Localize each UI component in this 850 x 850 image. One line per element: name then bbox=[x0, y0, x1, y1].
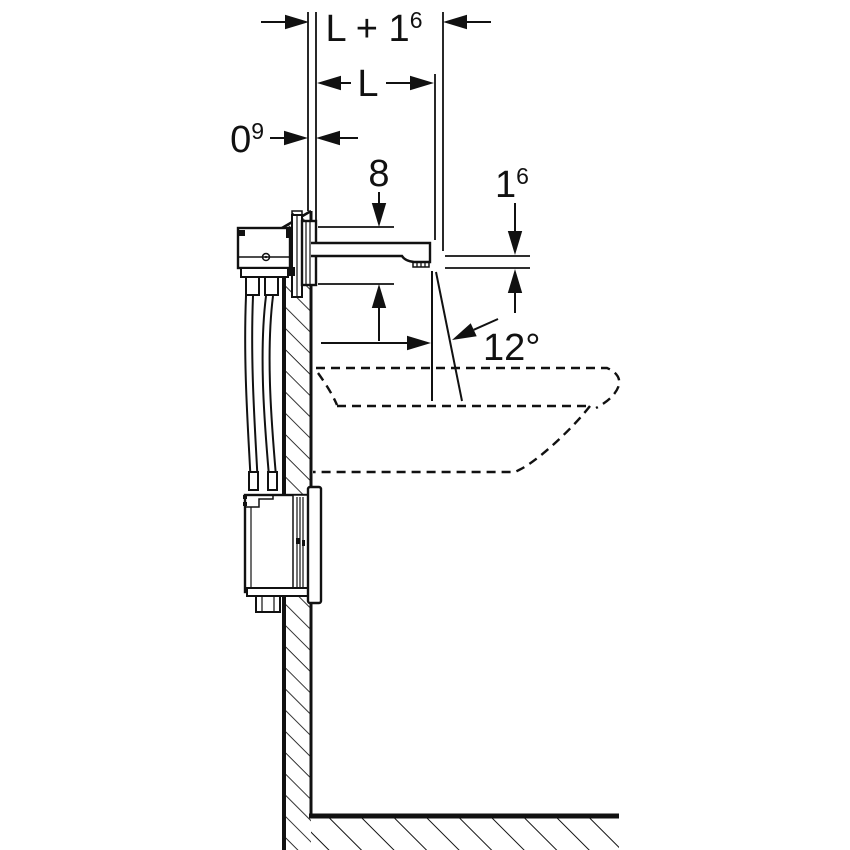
box-inlet-connector bbox=[267, 471, 278, 491]
box-cover-plate bbox=[306, 485, 323, 605]
hose-line bbox=[244, 295, 252, 489]
arrowhead-left bbox=[443, 14, 467, 30]
floor-section bbox=[309, 813, 619, 850]
seal-block bbox=[286, 229, 293, 238]
supply-hoses bbox=[244, 295, 278, 489]
arrowhead-right bbox=[284, 130, 308, 146]
floor-hatching bbox=[311, 817, 619, 850]
faucet-assembly bbox=[236, 210, 432, 298]
dimension-stream-angle: 12° bbox=[321, 318, 540, 369]
washbasin-outline bbox=[313, 366, 621, 474]
dimension-top-length: L bbox=[315, 12, 436, 240]
spout bbox=[311, 241, 432, 264]
seal-block bbox=[284, 267, 295, 276]
dimension-outlet-height: 16 bbox=[445, 163, 530, 313]
basin-bowl bbox=[313, 405, 591, 474]
stream-angled-line bbox=[435, 271, 463, 402]
dimension-label-top-length: L bbox=[357, 63, 378, 105]
function-box bbox=[243, 471, 323, 613]
arrowhead-angled bbox=[452, 323, 477, 340]
water-stream bbox=[431, 271, 463, 402]
hose-connector bbox=[245, 276, 260, 296]
dimension-label-top-total: L + 16 bbox=[326, 7, 423, 50]
dimension-label-outlet-height: 16 bbox=[495, 163, 529, 206]
faucet-body bbox=[236, 226, 292, 270]
arrowhead-up bbox=[371, 284, 387, 308]
seal-block bbox=[239, 230, 245, 236]
dimension-top-total: L + 16 bbox=[261, 7, 491, 251]
box-clip bbox=[243, 495, 247, 499]
stack-clip bbox=[296, 538, 300, 544]
box-bottom-flange bbox=[246, 587, 309, 597]
box-top-step bbox=[245, 495, 274, 508]
arrowhead-right bbox=[407, 335, 431, 351]
stack-clip bbox=[302, 540, 305, 546]
hose-line bbox=[261, 295, 271, 489]
hose-line bbox=[251, 295, 259, 489]
fixing-screw bbox=[261, 252, 271, 262]
box-inlet-connector bbox=[248, 471, 259, 491]
arrowhead-right bbox=[410, 75, 434, 91]
dimension-label-stream-angle: 12° bbox=[483, 327, 540, 369]
box-clip bbox=[243, 502, 247, 506]
arrowhead-down bbox=[507, 231, 523, 255]
dimension-label-wall-offset: 09 bbox=[230, 118, 264, 161]
dimension-label-spout-drop: 8 bbox=[368, 153, 389, 195]
arrowhead-left bbox=[317, 75, 341, 91]
fixing-screw-center bbox=[264, 255, 268, 259]
basin-rim-left-curve bbox=[317, 372, 339, 406]
arrowhead-down bbox=[371, 203, 387, 227]
box-drain-stub bbox=[255, 595, 281, 613]
dimension-spout-drop: 8 bbox=[318, 153, 394, 341]
body-flange bbox=[240, 267, 289, 278]
dimension-wall-offset: 09 bbox=[230, 118, 358, 161]
dimension-tail bbox=[473, 318, 499, 331]
hose-connector bbox=[264, 276, 279, 296]
arrowhead-up bbox=[507, 269, 523, 293]
arrowhead-left bbox=[316, 130, 340, 146]
arrowhead-right bbox=[285, 14, 309, 30]
hose-line bbox=[268, 295, 278, 489]
basin-rim-outer bbox=[316, 366, 621, 410]
